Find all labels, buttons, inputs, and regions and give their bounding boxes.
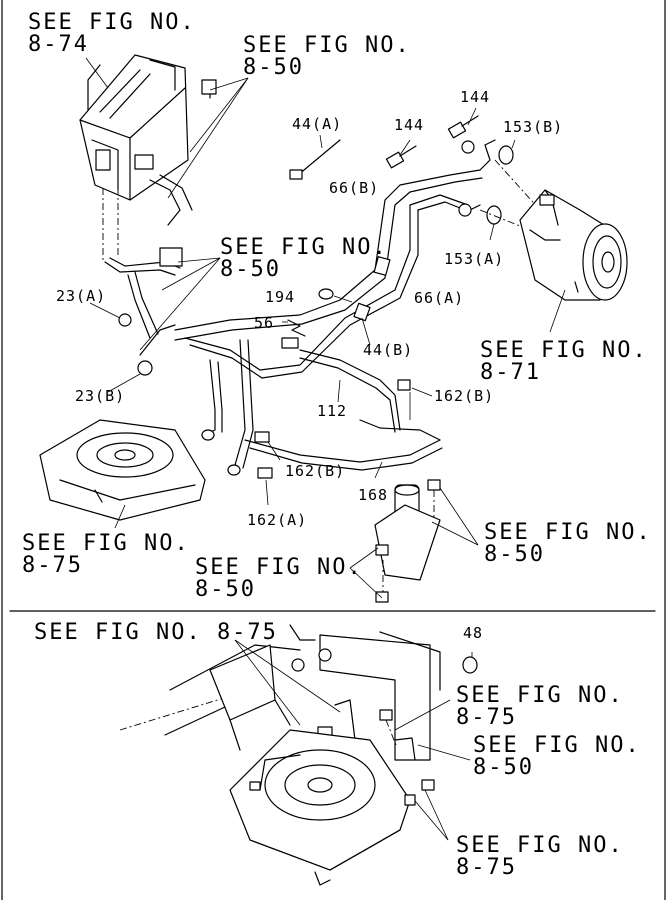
hose-lines (201, 339, 443, 476)
chassis-frame (119, 624, 441, 761)
ref-label-8-50-lower: SEE FIG NO. 8-50 (473, 733, 641, 780)
heater-pipes (104, 247, 183, 376)
ref-label-8-50-bottom-left: SEE FIG NO. 8-50 (195, 555, 363, 602)
bolt-162a (257, 467, 273, 479)
part-label-162b-mid: 162(B) (285, 462, 346, 480)
o-ring-153b (498, 145, 514, 165)
part-label-44b: 44(B) (363, 341, 414, 359)
bolt-162b-mid (254, 431, 270, 443)
bolt-lower-c (421, 779, 435, 791)
o-ring-153a (486, 205, 502, 225)
part-label-168: 168 (358, 486, 389, 504)
receiver-drier (374, 479, 441, 603)
part-label-56: 56 (254, 314, 275, 332)
part-label-194: 194 (265, 288, 296, 306)
nut-194 (318, 288, 334, 300)
ref-label-8-74: SEE FIG NO. 8-74 (28, 10, 196, 57)
part-label-112: 112 (317, 402, 348, 420)
part-label-153a: 153(A) (444, 250, 505, 268)
heater-unit (79, 54, 217, 226)
part-label-144-b: 144 (394, 116, 425, 134)
ref-label-8-50-mid: SEE FIG NO. 8-50 (220, 235, 388, 282)
bolt-144-a (447, 115, 479, 139)
ref-label-8-75-left: SEE FIG NO. 8-75 (22, 531, 190, 578)
ref-label-8-75-lower-a: SEE FIG NO. 8-75 (456, 683, 624, 730)
part-label-44a: 44(A) (292, 115, 343, 133)
part-label-162a: 162(A) (247, 511, 308, 529)
part-label-66a: 66(A) (414, 289, 465, 307)
clip-56 (287, 319, 306, 337)
bolt-lower-b (379, 709, 393, 721)
compressor (519, 189, 628, 301)
ref-label-8-75-lower-b: SEE FIG NO. 8-75 (456, 833, 624, 880)
part-label-144-a: 144 (460, 88, 491, 106)
part-label-153b: 153(B) (503, 118, 564, 136)
part-label-23a: 23(A) (56, 287, 107, 305)
bolt-162b-top (397, 379, 411, 391)
condenser-upper (39, 419, 206, 521)
part-label-48: 48 (463, 624, 484, 642)
ref-label-8-71: SEE FIG NO. 8-71 (480, 338, 648, 385)
ref-label-8-75-lower-top: SEE FIG NO. 8-75 (34, 620, 278, 645)
part-label-66b: 66(B) (329, 179, 380, 197)
refrigerant-lines (174, 139, 496, 379)
cable-tie-44a (297, 139, 341, 176)
condenser-lower (229, 729, 416, 886)
nut-48 (462, 656, 478, 674)
ref-label-8-50-top: SEE FIG NO. 8-50 (243, 33, 411, 80)
ref-label-8-50-right: SEE FIG NO. 8-50 (484, 520, 652, 567)
part-label-162b-top: 162(B) (434, 387, 495, 405)
part-label-23b: 23(B) (75, 387, 126, 405)
bolt-144-b (385, 145, 417, 169)
